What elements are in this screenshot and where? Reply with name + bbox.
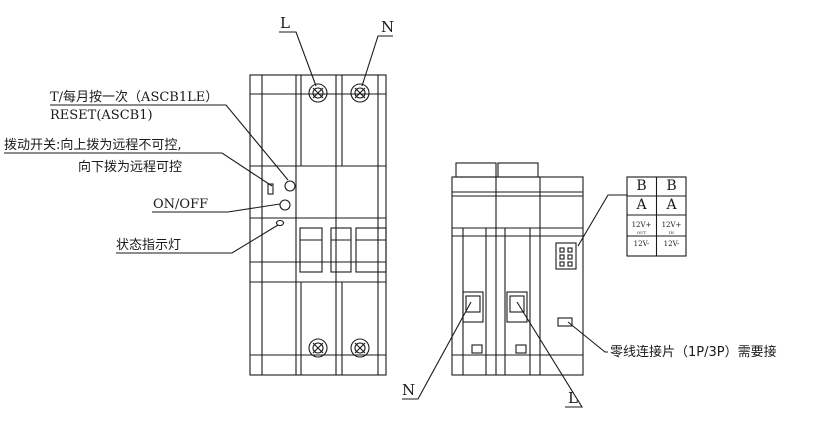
rs485-connector [555, 242, 577, 270]
terminal-screw-top-n [350, 83, 370, 103]
table-cell-r2-c2: A [666, 197, 677, 213]
terminal-table [626, 176, 687, 257]
terminal-screw-top-l [308, 83, 328, 103]
side-view-body [451, 162, 584, 376]
label-neutral-link: 零线连接片（1P/3P）需要接 [610, 345, 777, 360]
side-foot-1 [471, 344, 483, 354]
status-indicator-led [275, 219, 285, 227]
terminal-screw-bottom-l [308, 338, 328, 358]
table-cell-r3-c2-sub: IN [668, 230, 675, 235]
side-foot-2 [515, 344, 527, 354]
terminal-screw-bottom-n [350, 338, 370, 358]
table-cell-r4-c2: 12V- [663, 240, 680, 248]
terminal-table-text: B B A A 12V+ OUT 12V+ IN 12V- 12V- [627, 177, 686, 256]
table-cell-r3-c1-sub: OUT [636, 230, 647, 235]
remote-toggle-switch [267, 183, 274, 195]
label-on-off: ON/OFF [153, 197, 209, 212]
label-reset: RESET(ASCB1) [50, 108, 153, 123]
label-front-l: L [280, 14, 290, 32]
table-cell-r1-c1: B [636, 178, 647, 194]
front-leader-lines [4, 31, 393, 254]
neutral-link-slot [557, 317, 573, 327]
side-clamp-n [462, 291, 484, 323]
table-cell-r3-c2: 12V+ [661, 221, 682, 229]
front-view-body [249, 74, 387, 376]
label-front-n: N [381, 18, 395, 36]
table-cell-r4-c1: 12V- [633, 240, 650, 248]
table-cell-r2-c1: A [636, 197, 647, 213]
label-test-button: T/每月按一次（ASCB1LE） [50, 90, 219, 105]
test-reset-button [284, 180, 296, 192]
table-cell-r1-c2: B [666, 178, 677, 194]
label-switch-line1: 拨动开关:向上拨为远程不可控, [4, 138, 182, 153]
table-cell-r3-c1: 12V+ [631, 221, 652, 229]
side-leader-lines [402, 194, 627, 408]
side-clamp-l [506, 291, 528, 323]
label-side-l: L [568, 389, 578, 407]
label-switch-line2: 向下拨为远程可控 [78, 160, 183, 175]
label-status-indicator: 状态指示灯 [116, 238, 182, 253]
on-off-button [279, 199, 291, 211]
label-side-n: N [402, 381, 416, 399]
